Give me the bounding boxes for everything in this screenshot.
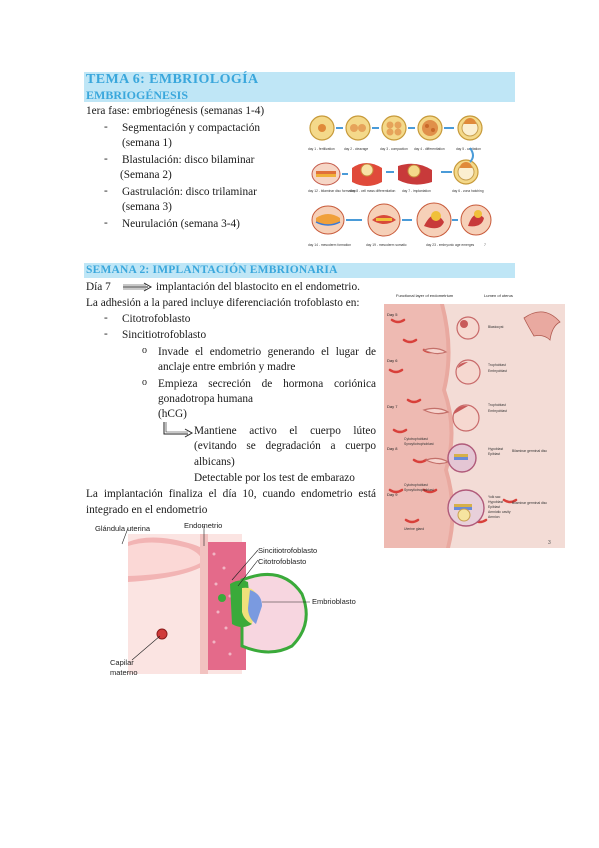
dia7-text: implantación del blastocito en el endome…	[156, 281, 360, 293]
stage-row-3	[311, 202, 492, 238]
fig2-label: Syncytiotrophoblast	[404, 442, 434, 446]
stage-label: day 19 - mesoderm somatic	[366, 243, 407, 247]
arrow-line-3: albicans)	[194, 456, 235, 468]
sub-invade-2: anclaje entre embrión y madre	[158, 361, 296, 373]
arrow-line-2: (evitando se degradación a cuerpo	[194, 440, 376, 452]
fig2-label: Yolk sac	[488, 495, 501, 499]
stage-label: day 23 - embryonic age emerges	[426, 243, 475, 247]
figure-page-number: 7	[484, 243, 486, 247]
sub-hcg-3: (hCG)	[158, 408, 187, 420]
stage-row-2	[311, 147, 479, 186]
fase-intro: 1era fase: embriogénesis (semanas 1-4)	[86, 105, 265, 117]
bullet-circle: o	[142, 345, 147, 356]
adhesion-text: La adhesión a la pared incluye diferenci…	[86, 297, 360, 309]
page-title: TEMA 6: EMBRIOLOGÍA	[86, 72, 259, 87]
fig2-label: Embryoblast	[488, 409, 507, 413]
fig2-label: Epiblast	[488, 505, 500, 509]
fig2-label: Amnion	[488, 515, 500, 519]
final-text-1: La implantación finaliza el día 10, cuan…	[86, 488, 376, 500]
sub-hcg-1: Empieza secreción de hormona coriónica	[158, 378, 376, 390]
stage-label: day 6 - zona hatching	[452, 189, 484, 193]
stage-label: day 2 - cleavage	[344, 147, 368, 151]
stage-row-1	[309, 115, 483, 141]
stage-label: day 1 - fertilization	[308, 147, 335, 151]
label-citotrofoblasto: Citotrofoblasto	[258, 557, 307, 566]
figure2-page-number: 3	[548, 540, 551, 546]
bullet-circle: o	[142, 377, 147, 388]
arrow-line-1: Mantiene activo el cuerpo lúteo	[194, 425, 376, 437]
detectable-text: Detectable por los test de embarazo	[194, 472, 355, 484]
label-sincitiotrofoblasto: Sincitiotrofoblasto	[258, 546, 318, 555]
bullet-dash: -	[104, 312, 108, 324]
label-embrioblasto: Embrioblasto	[312, 597, 356, 606]
stage-label: day 4 - differentiation	[414, 147, 445, 151]
item-citotrofoblasto: Citotrofoblasto	[122, 313, 191, 325]
stage-label: day 12 - bilaminar disc formation	[308, 189, 356, 193]
item-sincitiotrofoblasto: Sincitiotrofoblasto	[122, 329, 207, 341]
fig2-label: Bilaminar germinal disc	[512, 449, 547, 453]
fig2-label: Epiblast	[488, 452, 500, 456]
dia7-label: Día 7	[86, 281, 111, 293]
fig2-label: Syncytiotrophoblast	[404, 488, 434, 492]
stage-label: day 7 - implantation	[402, 189, 431, 193]
stage-label: day 3 - compaction	[380, 147, 408, 151]
fig2-label: Trophoblast	[488, 403, 506, 407]
fig2-label: Embryoblast	[488, 369, 507, 373]
fase-item-2: Blastulación: disco bilaminar	[122, 154, 255, 166]
bullet-dash: -	[104, 185, 108, 197]
fig2-label-top-right: Lumen of uterus	[484, 293, 513, 298]
figure-blastocyst-implantation	[121, 526, 310, 674]
figure-embryo-stages: day 1 - fertilization day 2 - cleavage d…	[306, 108, 494, 252]
subtitle-bar	[84, 88, 515, 102]
section-title-semana2: SEMANA 2: IMPLANTACIÓN EMBRIONARIA	[86, 264, 338, 276]
title-bar	[84, 72, 515, 88]
fig2-label: Amniotic cavity	[488, 510, 511, 514]
fase-item-3-sub: (semana 3)	[122, 201, 172, 213]
fig2-day-label: Day 9	[387, 492, 398, 497]
final-text-2: integrado en el endometrio	[86, 504, 208, 516]
corner-arrow-icon	[163, 422, 194, 438]
semana2-bar	[84, 263, 515, 278]
fig2-label: Cytotrophoblast	[404, 483, 428, 487]
fig2-label: Blastocyst	[488, 325, 504, 329]
fig2-day-label: Day 7	[387, 404, 398, 409]
bullet-dash: -	[104, 328, 108, 340]
bullet-dash: -	[104, 121, 108, 133]
fase-item-3: Gastrulación: disco trilaminar	[122, 186, 257, 198]
sub-invade-1: Invade el endometrio generando el lugar …	[158, 346, 376, 358]
section-title-embriogenesis: EMBRIOGÉNESIS	[86, 88, 189, 102]
label-materno: materno	[110, 668, 138, 677]
sub-hcg-2: gonadotropa humana	[158, 393, 254, 405]
stage-label: day 8 - cell mass differentiation	[350, 189, 396, 193]
right-arrow-icon	[123, 282, 152, 292]
fig2-label: Cytotrophoblast	[404, 437, 428, 441]
fase-item-2-sub: (Semana 2)	[120, 169, 172, 181]
fig2-day-label: Day 5	[387, 312, 398, 317]
fase-item-1-sub: (semana 1)	[122, 137, 172, 149]
bullet-dash: -	[104, 217, 108, 229]
fig2-label-top-left: Functional layer of endometrium	[396, 293, 454, 298]
stage-label: day 5 - cavitation	[456, 147, 481, 151]
label-capilar: Capilar	[110, 658, 134, 667]
stage-label: day 14 - mesoderm formation	[308, 243, 351, 247]
fig2-label: Uterine gland	[404, 527, 424, 531]
fig2-label: Hypoblast	[488, 447, 503, 451]
fase-item-4: Neurulación (semana 3-4)	[122, 218, 240, 230]
fig2-day-label: Day 6	[387, 358, 398, 363]
fase-item-1: Segmentación y compactación	[122, 122, 261, 134]
label-endometrio: Endometrio	[184, 521, 223, 530]
fig2-day-label: Day 8	[387, 446, 398, 451]
bullet-dash: -	[104, 153, 108, 165]
label-glandula: Glándula uterina	[95, 524, 151, 533]
fig2-label: Trophoblast	[488, 363, 506, 367]
fig2-label: Hypoblast	[488, 500, 503, 504]
figure-implantation-days: Functional layer of endometrium Lumen of…	[384, 290, 565, 548]
fig2-label: Bilaminar germinal disc	[512, 501, 547, 505]
